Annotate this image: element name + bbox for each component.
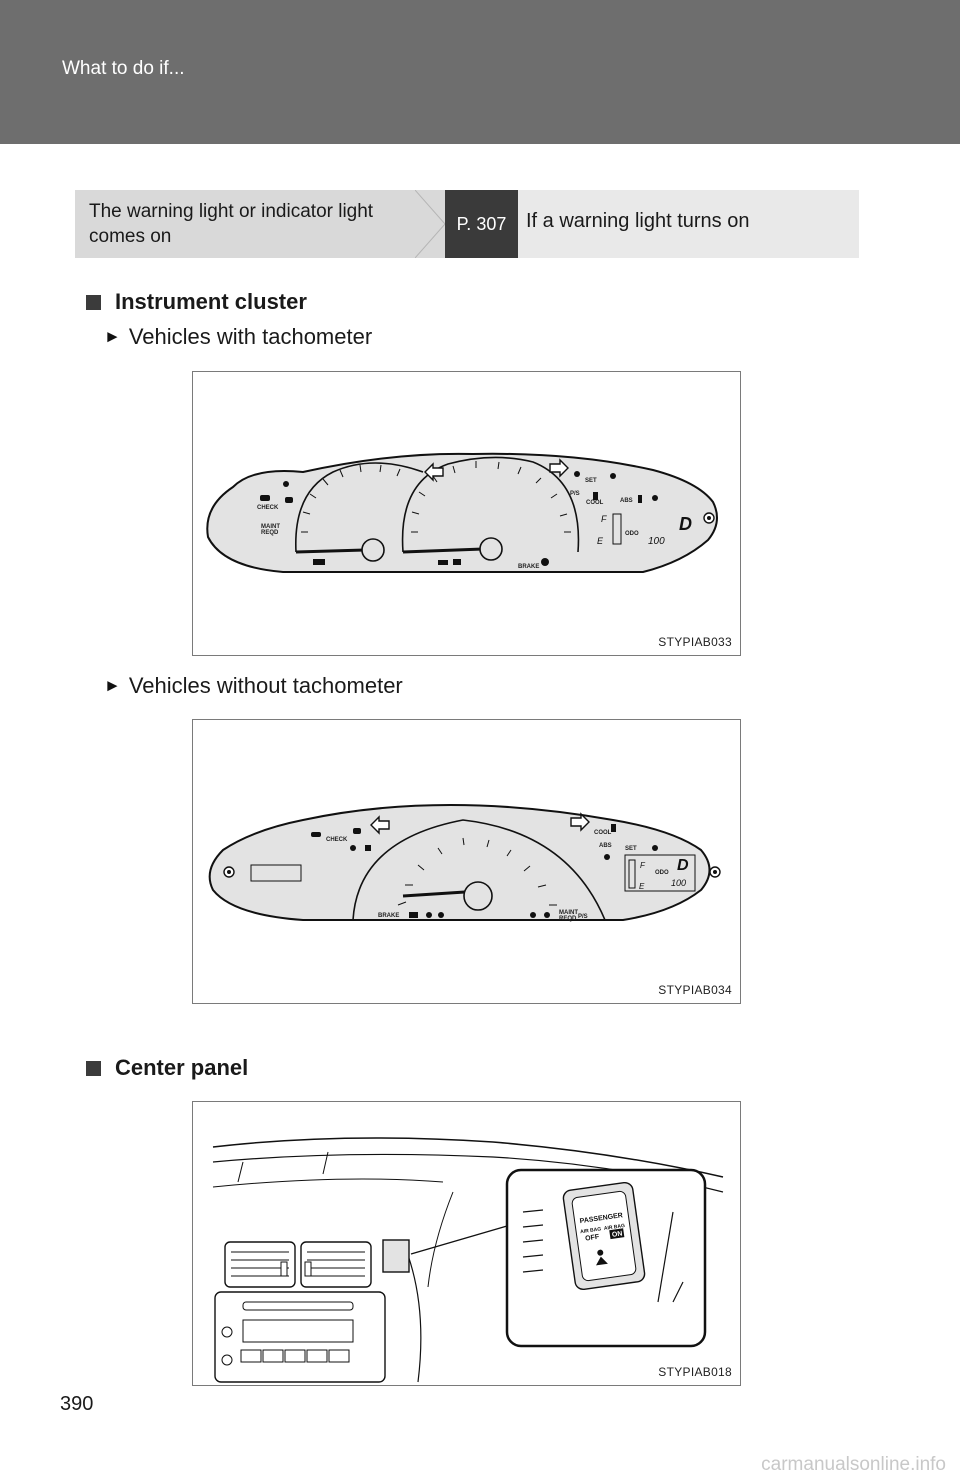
instrument-cluster-title: Instrument cluster [115,289,307,314]
xref-page-link[interactable]: P. 307 [445,190,518,258]
cluster-without-tach-illustration: F E ODO 100 D CHECK BRAKE MAINT REQD P/S… [208,804,721,922]
without-tachometer-heading: ► Vehicles without tachometer [104,673,403,699]
figure-cluster-with-tachometer: CHECK MAINT REQD BRAKE P/S COOL ABS SET … [192,371,741,656]
header-title: What to do if... [62,58,185,79]
page-header: What to do if... [0,0,960,144]
figure-code: STYPIAB033 [658,635,732,649]
bullet-square-icon [86,294,101,310]
brake-label: BRAKE [518,564,539,570]
xref-arrow-icon [415,190,445,258]
watermark: carmanualsonline.info [761,1454,946,1475]
with-tachometer-heading: ► Vehicles with tachometer [104,324,372,350]
figure-code: STYPIAB034 [658,983,732,997]
odo-label: ODO [655,870,669,876]
figure-cluster-without-tachometer: F E ODO 100 D CHECK BRAKE MAINT REQD P/S… [192,719,741,1004]
odo-value: 100 [648,536,665,547]
set-label: SET [625,846,637,852]
gear-indicator: D [679,514,692,534]
fuel-full-label: F [640,861,646,870]
bullet-square-icon [86,1060,101,1076]
xref-condition: The warning light or indicator light com… [89,201,374,247]
center-panel-heading: Center panel [86,1055,248,1081]
pointer-triangle-icon: ► [104,327,121,346]
gear-indicator: D [677,857,689,874]
abs-label: ABS [599,843,612,849]
set-label: SET [585,478,597,484]
pointer-triangle-icon: ► [104,676,121,695]
on-indicator: ON [612,1230,623,1238]
abs-label: ABS [620,498,633,504]
ps-label: P/S [570,491,580,497]
center-panel-illustration: PASSENGER AIR BAG AIR BAG OFF ON [212,1137,724,1383]
ps-label: P/S [578,914,588,920]
odo-label: ODO [625,531,639,537]
maint-label: MAINT [261,524,280,530]
airbag-on-label: AIR BAG [604,1223,626,1232]
page-number: 390 [60,1393,94,1415]
brake-label: BRAKE [378,913,399,919]
reqd-label: REQD [559,916,577,922]
odo-value: 100 [671,878,686,888]
figure-code: STYPIAB018 [658,1365,732,1379]
fuel-empty-label: E [597,536,604,546]
fuel-empty-label: E [639,882,645,891]
cluster-with-tach-illustration: CHECK MAINT REQD BRAKE P/S COOL ABS SET … [206,452,718,573]
cross-reference-bar: The warning light or indicator light com… [75,190,859,258]
with-tachometer-label: Vehicles with tachometer [128,324,373,349]
cool-label: COOL [586,500,604,506]
check-label: CHECK [326,837,348,843]
reqd-label: REQD [261,530,279,536]
cool-label: COOL [594,830,612,836]
check-label: CHECK [257,505,279,511]
xref-target: If a warning light turns on [526,210,750,232]
airbag-off-label: AIR BAG [580,1226,602,1235]
xref-condition-box: The warning light or indicator light com… [75,190,445,258]
instrument-cluster-heading: Instrument cluster [86,289,307,315]
off-indicator: OFF [585,1234,601,1243]
figure-center-panel: PASSENGER AIR BAG AIR BAG OFF ON STYPIAB… [192,1101,741,1386]
fuel-full-label: F [601,514,607,524]
maint-label: MAINT [559,910,578,916]
without-tachometer-label: Vehicles without tachometer [128,673,403,698]
center-panel-title: Center panel [115,1055,249,1080]
xref-target-box: If a warning light turns on [518,190,859,258]
